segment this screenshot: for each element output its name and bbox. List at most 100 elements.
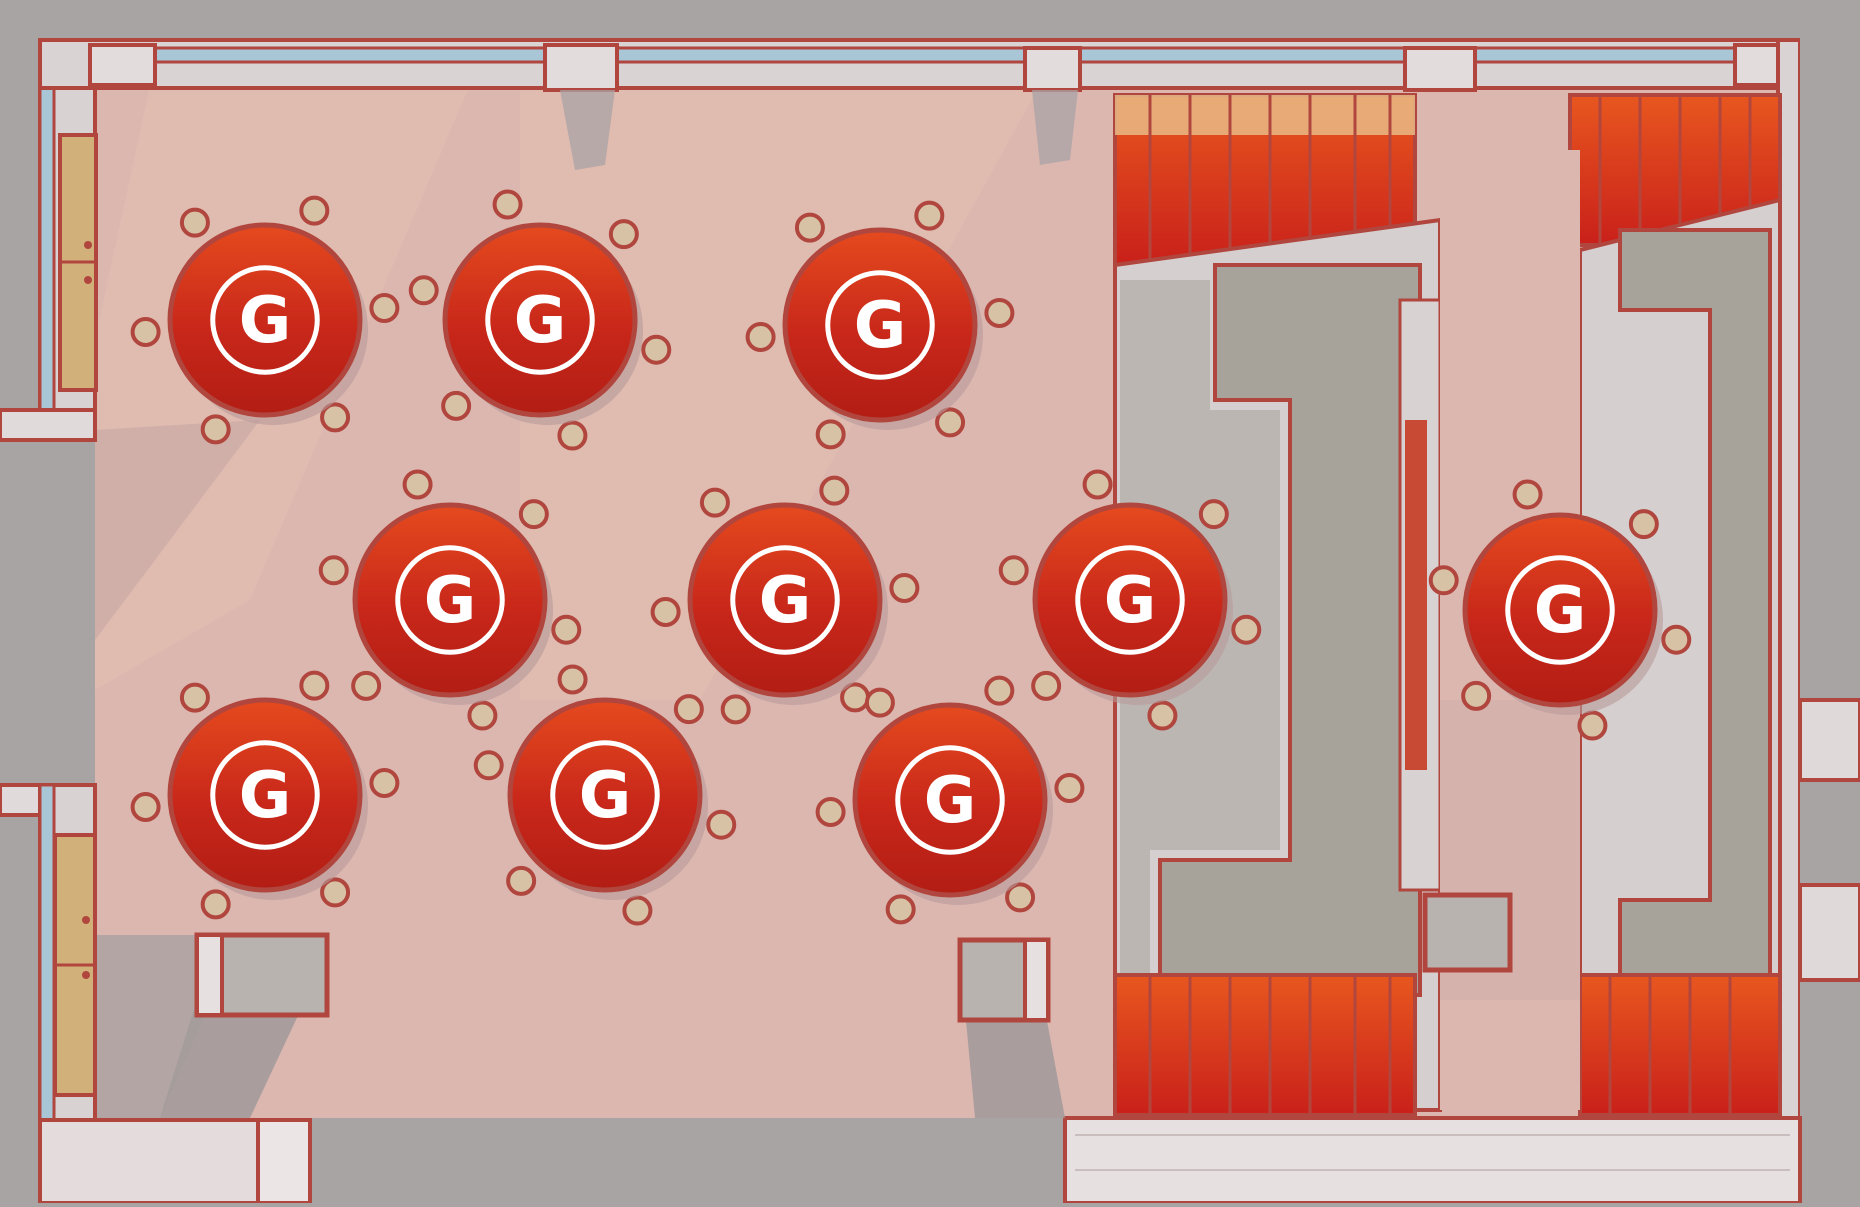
table-logo-icon: G xyxy=(239,759,292,833)
stool-icon[interactable] xyxy=(608,219,639,250)
logo-ring xyxy=(730,545,840,655)
stool-icon[interactable] xyxy=(889,573,920,604)
stool-icon[interactable] xyxy=(1231,614,1262,645)
stool-icon[interactable] xyxy=(864,687,895,718)
logo-ring xyxy=(550,740,660,850)
stool-icon[interactable] xyxy=(914,200,945,231)
stool-icon[interactable] xyxy=(1461,680,1492,711)
table-logo-icon: G xyxy=(239,284,292,358)
stool-icon[interactable] xyxy=(518,499,549,530)
round-table-icon[interactable]: G xyxy=(815,675,1085,925)
stool-icon[interactable] xyxy=(794,212,825,243)
stool-icon[interactable] xyxy=(200,414,231,445)
stool-icon[interactable] xyxy=(650,596,681,627)
stool-icon[interactable] xyxy=(200,889,231,920)
stool-icon[interactable] xyxy=(1005,882,1036,913)
stool-icon[interactable] xyxy=(369,293,400,324)
stool-icon[interactable] xyxy=(320,402,351,433)
stool-icon[interactable] xyxy=(699,487,730,518)
stool-icon[interactable] xyxy=(1198,499,1229,530)
stool-icon[interactable] xyxy=(819,475,850,506)
booth-icon[interactable] xyxy=(1113,93,1442,1117)
round-table-icon[interactable]: G xyxy=(1428,479,1692,741)
stool-icon[interactable] xyxy=(885,894,916,925)
stool-icon[interactable] xyxy=(130,316,161,347)
stool-icon[interactable] xyxy=(492,189,523,220)
table-top xyxy=(352,502,548,698)
booth-icon[interactable] xyxy=(1568,93,1782,1117)
stool-icon[interactable] xyxy=(1147,700,1178,731)
stool-icon[interactable] xyxy=(1512,479,1543,510)
cabinet-icon xyxy=(957,937,1065,1118)
round-table-icon[interactable]: G xyxy=(998,469,1262,731)
round-table-icon[interactable]: G xyxy=(745,200,1015,450)
stool-icon[interactable] xyxy=(467,700,498,731)
stool-icon[interactable] xyxy=(935,407,966,438)
stool-icon[interactable] xyxy=(984,298,1015,329)
logo-ring xyxy=(210,265,320,375)
table-logo-icon: G xyxy=(514,284,567,358)
table-logo-icon: G xyxy=(1104,564,1157,638)
table-logo-icon: G xyxy=(924,764,977,838)
stool-icon[interactable] xyxy=(673,694,704,725)
stool-icon[interactable] xyxy=(1054,773,1085,804)
pillar-shadow xyxy=(560,90,615,170)
table-top xyxy=(852,702,1048,898)
stool-icon[interactable] xyxy=(622,895,653,926)
logo-ring xyxy=(825,270,935,380)
right-wall xyxy=(1776,0,1860,1205)
stool-icon[interactable] xyxy=(299,670,330,701)
stool-icon[interactable] xyxy=(369,768,400,799)
wall-pillar xyxy=(88,43,1802,92)
door-icon[interactable] xyxy=(53,833,97,1097)
round-table-icon[interactable]: G xyxy=(318,469,582,731)
stool-icon[interactable] xyxy=(1082,469,1113,500)
round-table-icon[interactable]: G xyxy=(130,670,400,920)
stool-icon[interactable] xyxy=(473,750,504,781)
pillar-shadow xyxy=(1032,90,1078,165)
round-table-icon[interactable]: G xyxy=(473,664,737,926)
floor-shadow xyxy=(95,420,260,640)
top-wall xyxy=(38,38,1802,90)
stool-icon[interactable] xyxy=(179,682,210,713)
stool-icon[interactable] xyxy=(557,420,588,451)
door-icon[interactable] xyxy=(58,133,98,392)
stool-icon[interactable] xyxy=(299,195,330,226)
round-table-icon[interactable]: G xyxy=(130,195,400,445)
stool-icon[interactable] xyxy=(408,275,439,306)
stool-icon[interactable] xyxy=(1661,624,1692,655)
stool-icon[interactable] xyxy=(130,791,161,822)
stool-icon[interactable] xyxy=(998,555,1029,586)
round-table-icon[interactable]: G xyxy=(408,189,672,451)
stool-icon[interactable] xyxy=(318,555,349,586)
stool-icon[interactable] xyxy=(320,877,351,908)
logo-ring xyxy=(1505,555,1615,665)
stool-icon[interactable] xyxy=(745,321,776,352)
table-logo-icon: G xyxy=(579,759,632,833)
cabinet-icon xyxy=(160,932,330,1118)
stool-icon[interactable] xyxy=(1031,670,1062,701)
stool-icon[interactable] xyxy=(551,614,582,645)
logo-ring xyxy=(895,745,1005,855)
table-top xyxy=(1032,502,1228,698)
table-top xyxy=(507,697,703,893)
stool-icon[interactable] xyxy=(179,207,210,238)
stool-icon[interactable] xyxy=(815,419,846,450)
stool-icon[interactable] xyxy=(1428,565,1459,596)
stool-icon[interactable] xyxy=(1577,710,1608,741)
table-logo-icon: G xyxy=(1534,574,1587,648)
round-table-icon[interactable]: G xyxy=(650,475,920,725)
stool-icon[interactable] xyxy=(1628,509,1659,540)
stool-icon[interactable] xyxy=(557,664,588,695)
stool-icon[interactable] xyxy=(641,334,672,365)
stool-icon[interactable] xyxy=(351,670,382,701)
stool-icon[interactable] xyxy=(506,865,537,896)
stool-icon[interactable] xyxy=(441,390,472,421)
stool-icon[interactable] xyxy=(402,469,433,500)
stool-icon[interactable] xyxy=(815,796,846,827)
stool-icon[interactable] xyxy=(984,675,1015,706)
stool-icon[interactable] xyxy=(720,694,751,725)
stool-icon[interactable] xyxy=(706,809,737,840)
